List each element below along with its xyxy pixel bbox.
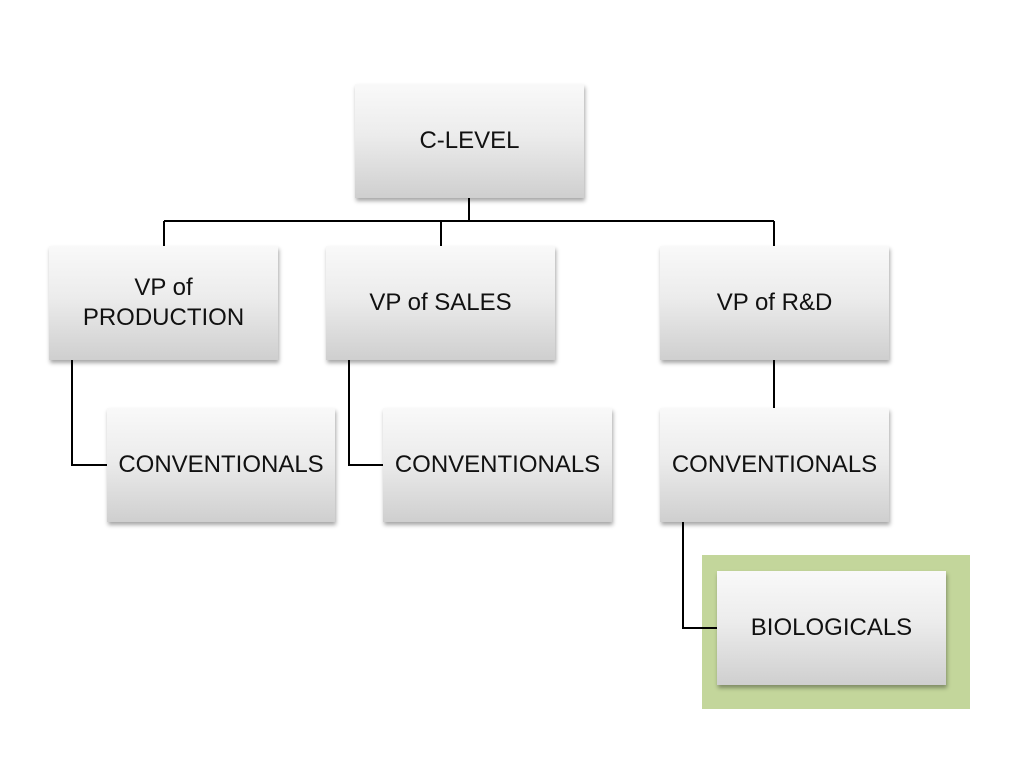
production-conventionals-label: CONVENTIONALS (118, 451, 324, 478)
sales-conventionals-box: CONVENTIONALS (383, 408, 612, 522)
vp-production-label: VP of PRODUCTION (82, 274, 245, 331)
vp-production-box: VP of PRODUCTION (49, 246, 278, 360)
rd-biologicals-box: BIOLOGICALS (717, 571, 946, 685)
sales-conventionals-label: CONVENTIONALS (394, 451, 601, 478)
rd-conventionals-box: CONVENTIONALS (660, 408, 889, 522)
production-conventionals-box: CONVENTIONALS (107, 408, 335, 522)
c-level-label: C-LEVEL (419, 127, 520, 154)
c-level-box: C-LEVEL (355, 84, 584, 198)
connector-sales-conventionals (348, 360, 383, 466)
vp-sales-label: VP of SALES (369, 289, 512, 316)
vp-rd-label: VP of R&D (716, 289, 833, 316)
vp-sales-box: VP of SALES (326, 246, 555, 360)
rd-conventionals-label: CONVENTIONALS (671, 451, 878, 478)
rd-biologicals-label: BIOLOGICALS (750, 614, 913, 641)
connector-production-conventionals (71, 360, 107, 466)
vp-rd-box: VP of R&D (660, 246, 889, 360)
